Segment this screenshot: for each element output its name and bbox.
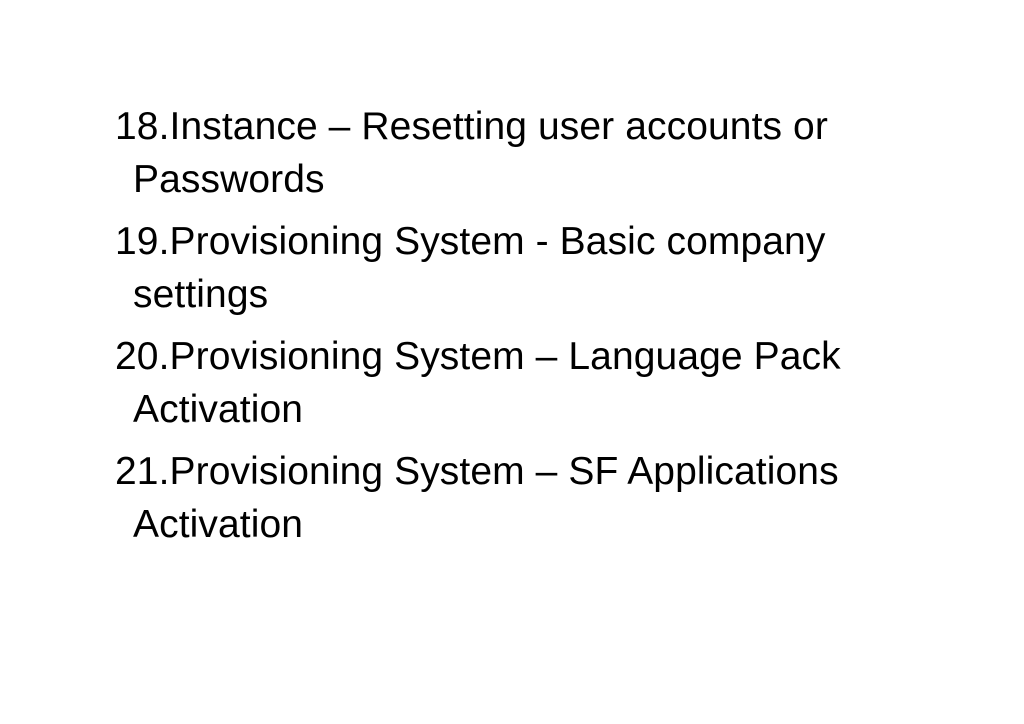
list-item-20-line-1: 20.Provisioning System – Language Pack — [115, 335, 841, 378]
list-item-21-line-1: 21.Provisioning System – SF Applications — [115, 450, 839, 493]
list-item-21-line-2: Activation — [133, 503, 304, 546]
list-item-19-line-2: settings — [133, 273, 269, 316]
list-item-19-line-1: 19.Provisioning System - Basic company — [115, 220, 826, 263]
list-item-20-line-2: Activation — [133, 388, 304, 431]
list-item-18-line-2: Passwords — [133, 158, 325, 201]
list-item-18-line-1: 18.Instance – Resetting user accounts or — [115, 105, 828, 148]
